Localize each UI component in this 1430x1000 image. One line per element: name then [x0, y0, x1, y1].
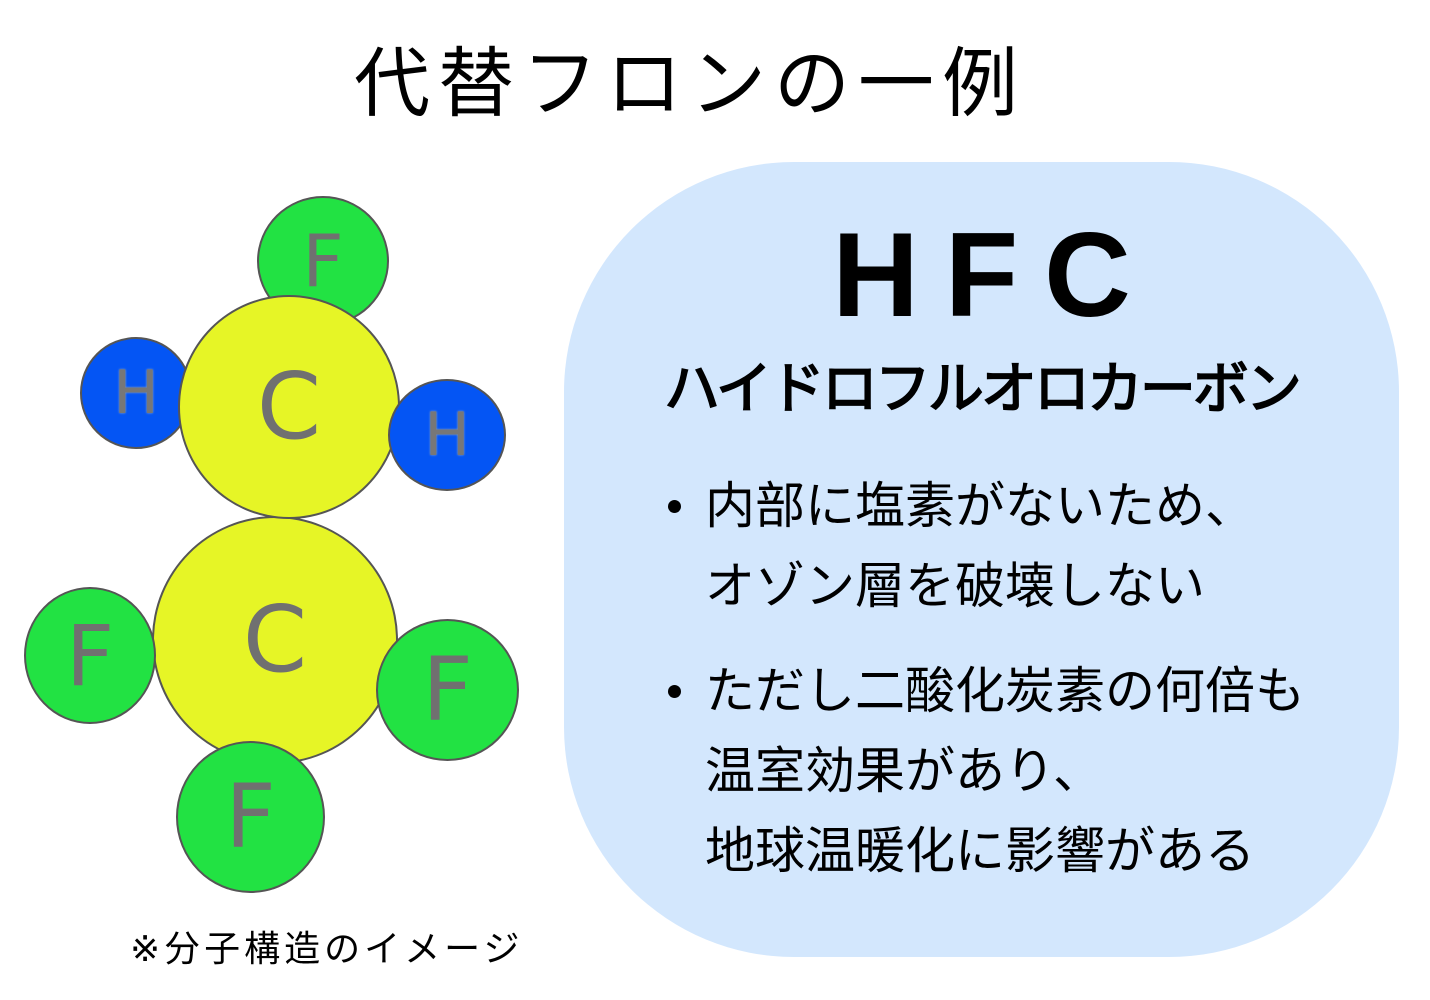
bullet-text-line: ただし二酸化炭素の何倍も [705, 662, 1305, 720]
bullet-item: 内部に塩素がないため、 オゾン層を破壊しない [660, 466, 1380, 626]
card-subheading: ハイドロフルオロカーボン [664, 357, 1302, 422]
atom-hydrogen-left: H [80, 337, 192, 449]
atom-label: H [113, 358, 159, 428]
atom-label: C [242, 586, 308, 693]
atom-label: C [256, 353, 322, 460]
bullet-dot-icon [668, 500, 681, 513]
bullet-item: ただし二酸化炭素の何倍も 温室効果があり、 地球温暖化に影響がある [660, 651, 1380, 891]
atom-label: H [424, 400, 470, 470]
bullet-dot-icon [668, 685, 681, 698]
bullet-text-line: 内部に塩素がないため、 [705, 477, 1255, 535]
atom-fluorine-right: F [376, 619, 519, 761]
diagram-caption: ※分子構造のイメージ [130, 929, 524, 970]
atom-fluorine-left: F [24, 587, 156, 724]
bullet-text-line: 温室効果があり、 [705, 742, 1103, 800]
bullet-text-line: オゾン層を破壊しない [705, 557, 1205, 615]
molecule-diagram: F H C C H F F F [0, 0, 560, 910]
atom-label: F [422, 638, 473, 741]
atom-label: F [65, 606, 115, 705]
atom-hydrogen-right: H [388, 379, 506, 491]
bullet-list: 内部に塩素がないため、 オゾン層を破壊しない ただし二酸化炭素の何倍も 温室効果… [660, 466, 1380, 916]
bullet-text-line: 地球温暖化に影響がある [705, 822, 1255, 880]
page-title: 代替フロンの一例 [354, 39, 1026, 128]
info-card [564, 162, 1399, 957]
atom-label: F [225, 765, 276, 868]
atom-carbon-upper: C [178, 295, 400, 519]
atom-carbon-lower: C [152, 516, 398, 764]
atom-label: F [302, 219, 344, 303]
card-heading: HFC [832, 208, 1157, 342]
atom-fluorine-bottom: F [176, 741, 325, 893]
